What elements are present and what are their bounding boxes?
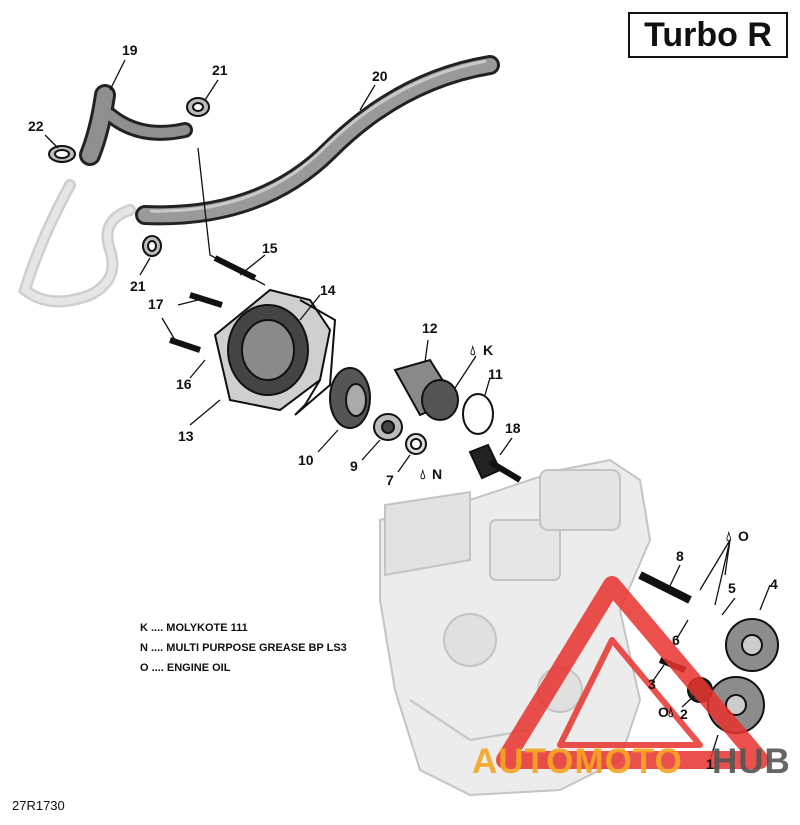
callout-7: 7 — [386, 472, 394, 488]
temperature-sensor-18 — [468, 443, 522, 483]
callout-20: 20 — [372, 68, 388, 84]
legend-line-k: K .... MOLYKOTE 111 — [140, 622, 248, 634]
callout-13: 13 — [178, 428, 194, 444]
marker-o-drop-icon: 💧︎ — [726, 528, 732, 544]
marker-k: K — [483, 342, 494, 358]
fitting-12 — [393, 358, 459, 421]
callout-10: 10 — [298, 452, 314, 468]
coolant-hose-20 — [135, 55, 500, 226]
leader-lines — [44, 59, 771, 761]
callout-19: 19 — [122, 42, 138, 58]
impeller-10 — [329, 367, 371, 429]
legend-line-o: O .... ENGINE OIL — [140, 662, 231, 674]
lubricant-legend: K .... MOLYKOTE 111 N .... MULTI PURPOSE… — [140, 618, 347, 678]
legend-line-n: N .... MULTI PURPOSE GREASE BP LS3 — [140, 642, 347, 654]
callout-21-top: 21 — [212, 62, 228, 78]
callout-16: 16 — [176, 376, 192, 392]
model-label-box: Turbo R — [628, 12, 788, 58]
marker-n-drop-icon: 💧︎ — [420, 466, 426, 482]
marker-o-top: O — [738, 528, 749, 544]
watermark-logo — [496, 576, 769, 769]
marker-n: N — [432, 466, 443, 482]
callout-9: 9 — [350, 458, 358, 474]
callout-15: 15 — [262, 240, 278, 256]
callout-17: 17 — [148, 296, 164, 312]
o-ring-11 — [462, 393, 494, 435]
callout-6: 6 — [672, 632, 680, 648]
callout-21-bottom: 21 — [130, 278, 146, 294]
marker-k-drop-icon: 💧︎ — [470, 342, 476, 358]
water-pump-housing — [213, 288, 337, 416]
watermark-text-automoto: AUTOMOTO — [472, 742, 683, 781]
watermark-text-hub: HUB — [712, 742, 791, 781]
callout-8: 8 — [676, 548, 684, 564]
drawing-number: 27R1730 — [12, 798, 65, 813]
callout-22: 22 — [28, 118, 44, 134]
hose-19 — [79, 84, 193, 166]
callout-3: 3 — [648, 676, 656, 692]
seals — [373, 413, 427, 455]
callout-12: 12 — [422, 320, 438, 336]
callout-4: 4 — [770, 576, 778, 592]
hose-clamps — [48, 97, 210, 257]
callout-18: 18 — [505, 420, 521, 436]
marker-o-bottom: O — [658, 704, 669, 720]
gears — [687, 618, 779, 734]
callout-14: 14 — [320, 282, 336, 298]
marker-o-drop-icon-2: 💧︎ — [668, 704, 674, 720]
callout-2: 2 — [680, 706, 688, 722]
callout-5: 5 — [728, 580, 736, 596]
engine-block-ghost — [379, 458, 652, 797]
callout-11: 11 — [488, 366, 503, 382]
callout-1: 1 — [706, 756, 714, 772]
